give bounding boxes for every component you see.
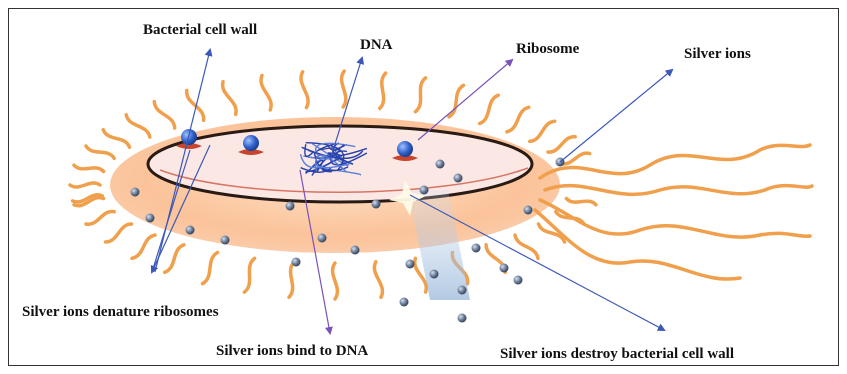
label-bacterial-cell-wall: Bacterial cell wall [143, 23, 257, 38]
flagellum [301, 72, 308, 108]
flagellum [165, 245, 184, 272]
silver-ion [286, 202, 295, 211]
silver-ion [318, 234, 327, 243]
flagellum [333, 263, 338, 299]
silver-ion [292, 258, 301, 267]
flagellum [203, 253, 218, 284]
flagellum [415, 78, 425, 112]
flagellum [187, 91, 204, 121]
silver-ion [430, 270, 439, 279]
flagellum [289, 262, 294, 298]
silver-ion [146, 214, 155, 223]
silver-ion [524, 206, 533, 215]
label-silver-ions: Silver ions [684, 47, 751, 62]
silver-ion [131, 188, 140, 197]
flagellum [507, 107, 529, 132]
tail-flagella [535, 145, 812, 279]
flagellum [132, 235, 155, 258]
label-bind-dna: Silver ions bind to DNA [216, 344, 368, 359]
flagellum [515, 235, 538, 258]
silver-ion [420, 186, 429, 195]
label-ribosome: Ribosome [516, 42, 579, 57]
silver-ion [351, 246, 360, 255]
flagellum [261, 75, 271, 110]
flagellum [223, 82, 236, 115]
flagellum [103, 130, 129, 148]
silver-ion [514, 276, 523, 285]
silver-ion [500, 264, 509, 273]
flagellum [70, 183, 100, 187]
flagellum [548, 137, 575, 152]
silver-ion [400, 298, 409, 307]
flagellum [86, 211, 114, 224]
flagellum [106, 224, 132, 242]
flagellum [126, 115, 150, 137]
flagellum [86, 146, 114, 158]
flagellum [244, 258, 254, 292]
label-denature-ribosomes: Silver ions denature ribosomes [22, 305, 219, 320]
label-destroy-wall: Silver ions destroy bacterial cell wall [500, 347, 734, 362]
flagellum [530, 121, 555, 141]
flagellum [480, 95, 499, 123]
flagellum [74, 165, 104, 171]
silver-ion [372, 200, 381, 209]
flagellum [154, 102, 174, 128]
silver-ion [458, 286, 467, 295]
silver-ion [436, 160, 445, 169]
silver-ion [454, 174, 463, 183]
silver-ion [221, 236, 230, 245]
silver-ion [472, 244, 481, 253]
flagellum [566, 199, 596, 205]
label-dna: DNA [360, 38, 393, 53]
flagellum [342, 71, 346, 107]
silver-ion [458, 314, 467, 323]
silver-ion [186, 226, 195, 235]
flagellum [561, 153, 590, 164]
flagellum [374, 262, 382, 298]
flagellum [380, 73, 386, 108]
silver-ion [406, 260, 415, 269]
